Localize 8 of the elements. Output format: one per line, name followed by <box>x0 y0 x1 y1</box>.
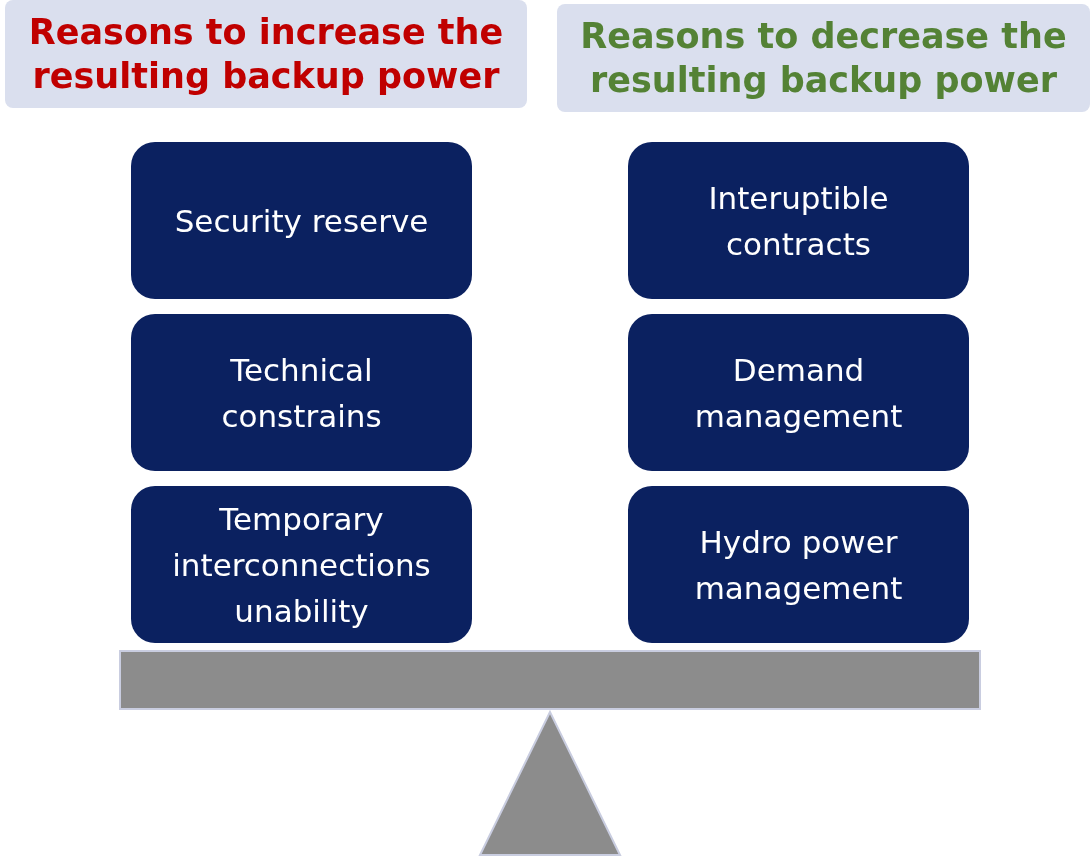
reason-box: Technical constrains <box>131 314 472 471</box>
reason-box: Temporary interconnections unability <box>131 486 472 643</box>
heading-box: Reasons to increase the resulting backup power <box>5 0 527 108</box>
reason-box: Demand management <box>628 314 969 471</box>
reason-box: Security reserve <box>131 142 472 299</box>
heading-box: Reasons to decrease the resulting backup power <box>557 4 1090 112</box>
reason-box: Hydro power management <box>628 486 969 643</box>
reason-box: Interuptible contracts <box>628 142 969 299</box>
